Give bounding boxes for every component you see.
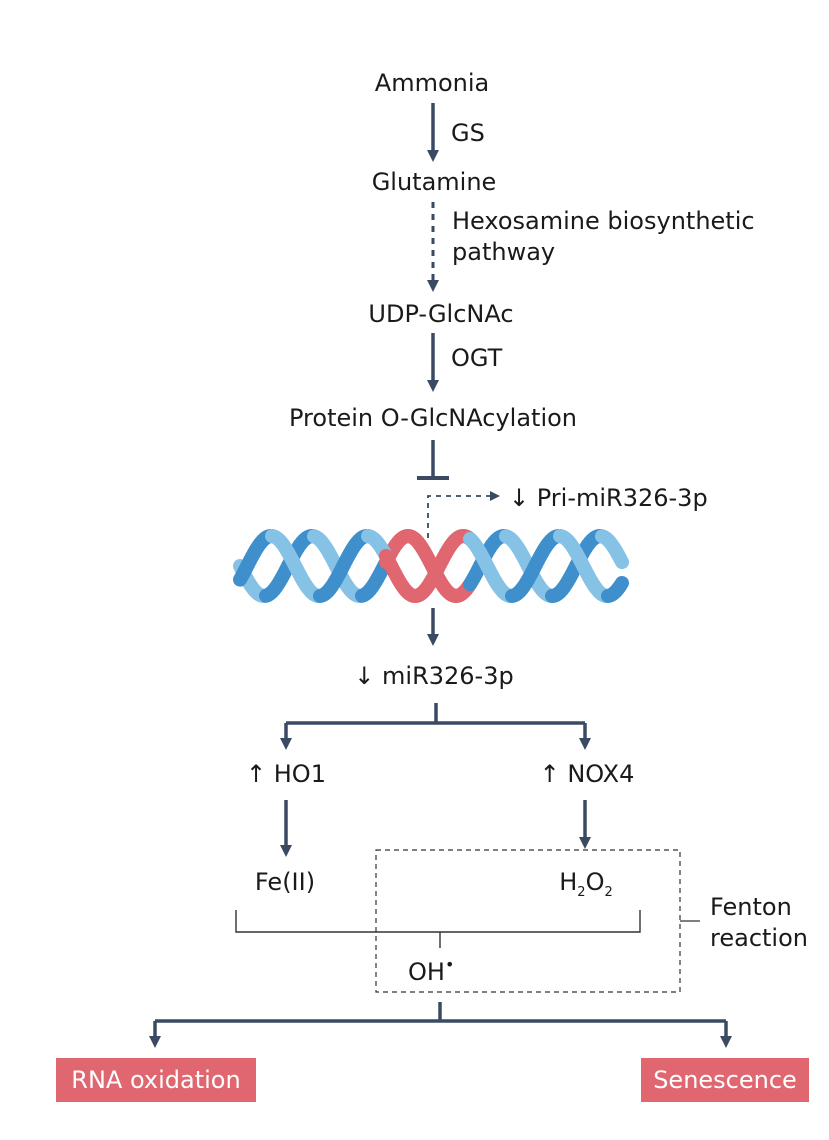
node-mir326: ↓ miR326-3p — [354, 662, 514, 690]
arrowhead-h2o2 — [579, 837, 591, 849]
node-protein-oglcnacylation: Protein O-GlcNAcylation — [288, 404, 578, 432]
arrowhead-glutamine — [427, 150, 439, 162]
node-h2o2: H2O2 — [559, 868, 613, 900]
reaction-bracket — [235, 910, 641, 948]
node-udp-glcnac: UDP-GlcNAc — [368, 300, 514, 328]
split-oh — [153, 1002, 728, 1038]
pathway-hbp-line2: pathway — [452, 238, 556, 266]
arrowhead-mir — [427, 634, 439, 646]
outcome-rna-oxidation: RNA oxidation — [56, 1058, 256, 1102]
dna-strand-a — [613, 551, 629, 570]
dna-strand-b — [613, 575, 629, 594]
enzyme-gs: GS — [451, 119, 485, 147]
enzyme-ogt: OGT — [451, 344, 503, 372]
fenton-dashed-box — [375, 849, 681, 993]
node-fe-ii: Fe(II) — [254, 868, 316, 896]
outcome-senescence: Senescence — [641, 1058, 809, 1102]
fenton-label-line1: Fenton — [710, 893, 792, 921]
node-ho1: ↑ HO1 — [246, 760, 326, 788]
arrowhead-senescence — [720, 1036, 732, 1048]
arrowhead-pri-mir — [490, 491, 500, 501]
split-mir — [284, 703, 587, 740]
fenton-label-line2: reaction — [710, 924, 808, 952]
dna-helix — [233, 529, 629, 603]
node-nox4: ↑ NOX4 — [539, 760, 635, 788]
arrowhead-udp — [427, 280, 439, 292]
pathway-hbp-line1: Hexosamine biosynthetic — [452, 207, 755, 235]
arrowhead-nox4 — [579, 738, 591, 750]
node-pri-mir326: ↓ Pri-miR326-3p — [509, 484, 708, 512]
node-hydroxyl-radical: OH• — [408, 955, 455, 986]
arrowhead-ho1 — [280, 738, 292, 750]
arrowhead-fe — [280, 845, 292, 857]
node-ammonia: Ammonia — [374, 69, 490, 97]
arrow-transcription-dashed — [427, 495, 492, 538]
arrowhead-rna — [149, 1036, 161, 1048]
node-glutamine: Glutamine — [371, 168, 497, 196]
arrowhead-protein — [427, 380, 439, 392]
